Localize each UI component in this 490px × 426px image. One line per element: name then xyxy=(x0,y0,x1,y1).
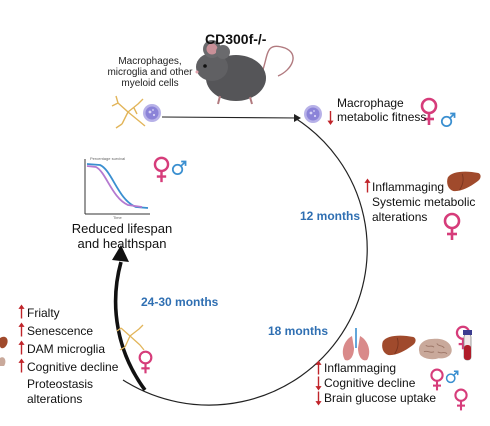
female-icon xyxy=(430,368,444,392)
frailty-up-arrow-icon xyxy=(18,304,25,319)
month-18-item-2: Cognitive decline xyxy=(324,376,416,390)
female-icon xyxy=(454,388,468,412)
macrophage-label-line-1: Macrophage xyxy=(337,96,404,110)
lifespan-line-2: and healthspan xyxy=(77,235,167,251)
blood-tube-icon xyxy=(463,330,472,361)
month-18-item-1: Inflammaging xyxy=(324,361,397,375)
cycle-arc-thin xyxy=(122,117,368,406)
cells-label-line-2: microglia and other xyxy=(107,67,193,79)
month-2430-item-4: Cognitive decline xyxy=(27,360,119,374)
liver-icon xyxy=(446,171,482,192)
myeloid-cell-icon xyxy=(143,104,161,122)
cells-label-line-3: myeloid cells xyxy=(121,78,179,90)
month-12-item-3: alterations xyxy=(372,210,428,224)
cells-label: Macrophages, microglia and other myeloid… xyxy=(70,56,230,90)
survival-xlabel: Time xyxy=(113,215,122,220)
glucose-down-arrow-icon xyxy=(315,391,322,406)
mouse-icon xyxy=(195,40,294,105)
female-icon xyxy=(138,350,153,375)
female-icon xyxy=(153,156,170,184)
male-icon xyxy=(445,370,459,384)
lung-icon xyxy=(342,328,370,361)
male-icon xyxy=(440,112,456,128)
cycle-arc-bold xyxy=(113,261,147,392)
liver-icon xyxy=(381,335,417,356)
left-edge-organ-icons xyxy=(0,336,8,366)
month-12-item-1: Inflammaging xyxy=(372,180,445,194)
microglia-icon xyxy=(111,95,146,129)
survival-ylabel: Percentage survival xyxy=(90,156,126,161)
month-2430-item-2: Senescence xyxy=(27,324,94,338)
macrophage-down-arrow-icon xyxy=(327,110,334,126)
month-18-label: 18 months xyxy=(268,324,329,338)
microglia-icon xyxy=(116,324,145,351)
macrophage-label-line-2: metabolic fitness xyxy=(337,110,427,124)
cognitive-down-arrow-icon xyxy=(315,376,322,391)
month-2430-item-5: Proteostasis xyxy=(27,377,94,391)
dam-up-arrow-icon xyxy=(18,340,25,355)
cells-label-line-1: Macrophages, xyxy=(118,56,182,67)
lifespan-line-1: Reduced lifespan xyxy=(71,221,173,236)
survival-curve-knockout xyxy=(86,165,143,208)
month-2430-item-6: alterations xyxy=(27,392,83,406)
month-2430-item-3: DAM microglia xyxy=(27,342,106,356)
male-icon xyxy=(171,160,187,176)
month-18-item-3: Brain glucose uptake xyxy=(324,391,437,405)
diagram-title: CD300f-/- xyxy=(205,31,267,47)
month-2430-item-1: Frialty xyxy=(27,306,60,320)
survival-curve-control xyxy=(86,163,149,209)
brain-icon xyxy=(418,338,453,360)
month-12-item-2: Systemic metabolic xyxy=(372,195,476,209)
top-arrow xyxy=(161,113,301,122)
survival-plot xyxy=(84,159,150,215)
month-2430-label: 24-30 months xyxy=(141,295,219,309)
cognitive-up-arrow-icon xyxy=(18,358,25,373)
inflammaging-up-arrow-icon xyxy=(364,178,371,193)
lifespan-label: Reduced lifespan and healthspan xyxy=(52,221,192,251)
senescence-up-arrow-icon xyxy=(18,322,25,337)
macrophage-icon xyxy=(304,105,322,123)
cycle-arrowhead xyxy=(112,245,129,262)
month-12-label: 12 months xyxy=(300,209,361,223)
inflammaging-18-up-arrow-icon xyxy=(315,360,322,375)
female-icon xyxy=(443,212,461,242)
